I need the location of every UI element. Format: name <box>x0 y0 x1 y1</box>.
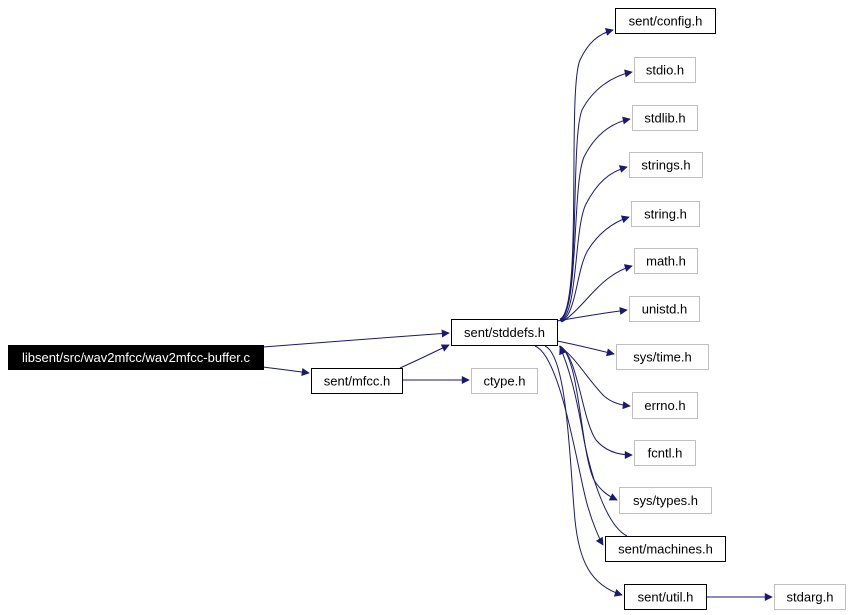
node-label: sent/mfcc.h <box>324 374 390 389</box>
node-box <box>8 345 264 370</box>
node-ctype[interactable]: ctype.h <box>471 368 538 394</box>
node-strings[interactable]: strings.h <box>629 152 703 178</box>
node-box <box>311 368 403 394</box>
edge-mfcc-to-stddefs <box>399 344 450 369</box>
edge-stddefs-to-systime <box>556 340 615 357</box>
edge-stddefs-to-config <box>559 27 614 320</box>
node-box <box>631 201 700 227</box>
node-label: unistd.h <box>642 302 688 317</box>
node-label: strings.h <box>641 158 690 173</box>
edge-layer <box>262 27 773 601</box>
node-layer: libsent/src/wav2mfcc/wav2mfcc-buffer.c se… <box>8 8 846 610</box>
node-util[interactable]: sent/util.h <box>624 584 707 610</box>
edge-stddefs-to-fcntl <box>559 345 633 459</box>
edge-root-to-mfcc <box>262 366 310 376</box>
edge-stddefs-to-stdlib <box>559 116 631 322</box>
node-box <box>629 296 700 322</box>
node-stdio[interactable]: stdio.h <box>634 57 696 83</box>
edge-stddefs-to-util <box>544 345 623 597</box>
node-box <box>632 105 698 131</box>
node-string[interactable]: string.h <box>631 201 700 227</box>
node-label: sys/types.h <box>633 493 698 508</box>
node-label: stdarg.h <box>787 590 834 605</box>
node-math[interactable]: math.h <box>634 248 698 274</box>
node-label: sys/time.h <box>633 350 692 365</box>
node-config[interactable]: sent/config.h <box>615 8 716 34</box>
node-label: ctype.h <box>484 374 526 389</box>
node-unistd[interactable]: unistd.h <box>629 296 700 322</box>
node-label: errno.h <box>644 398 685 413</box>
node-box <box>616 344 709 370</box>
node-box <box>605 536 726 562</box>
node-machines[interactable]: sent/machines.h <box>605 536 726 562</box>
node-mfcc[interactable]: sent/mfcc.h <box>311 368 403 394</box>
node-label: libsent/src/wav2mfcc/wav2mfcc-buffer.c <box>22 350 251 365</box>
edge-stddefs-to-stdio <box>559 69 633 321</box>
node-label: string.h <box>644 207 687 222</box>
node-label: stdlib.h <box>644 111 685 126</box>
edge-root-to-stddefs <box>262 329 450 348</box>
edge-stddefs-to-systypes <box>559 345 618 501</box>
node-fcntl[interactable]: fcntl.h <box>634 440 696 466</box>
node-systime[interactable]: sys/time.h <box>616 344 709 370</box>
node-label: math.h <box>646 254 686 269</box>
node-stdarg[interactable]: stdarg.h <box>774 584 846 610</box>
node-label: stdio.h <box>646 63 684 78</box>
edge-stddefs-to-string <box>560 215 630 323</box>
node-box <box>634 248 698 274</box>
node-label: sent/config.h <box>629 14 703 29</box>
node-label: sent/util.h <box>638 590 694 605</box>
node-box <box>632 392 698 419</box>
node-label: sent/machines.h <box>618 542 713 557</box>
node-stdlib[interactable]: stdlib.h <box>632 105 698 131</box>
node-label: sent/stddefs.h <box>464 325 545 340</box>
edge-stddefs-to-math <box>561 264 633 323</box>
node-box <box>471 368 538 394</box>
edge-stddefs-to-errno <box>558 345 631 410</box>
node-box <box>634 57 696 83</box>
edge-stddefs-to-strings <box>560 165 628 322</box>
node-box <box>624 584 707 610</box>
edge-machines-to-stddefs <box>559 346 628 537</box>
node-errno[interactable]: errno.h <box>632 392 698 419</box>
node-systypes[interactable]: sys/types.h <box>619 487 712 514</box>
node-box <box>619 487 712 514</box>
node-box <box>615 8 716 34</box>
node-box <box>634 440 696 466</box>
node-stddefs[interactable]: sent/stddefs.h <box>451 319 558 346</box>
node-box <box>774 584 846 610</box>
node-box <box>629 152 703 178</box>
node-label: fcntl.h <box>648 446 683 461</box>
edge-stddefs-to-machines <box>534 345 604 546</box>
node-box <box>451 319 558 346</box>
node-root[interactable]: libsent/src/wav2mfcc/wav2mfcc-buffer.c <box>8 345 264 370</box>
edge-stddefs-to-unistd <box>556 306 628 322</box>
